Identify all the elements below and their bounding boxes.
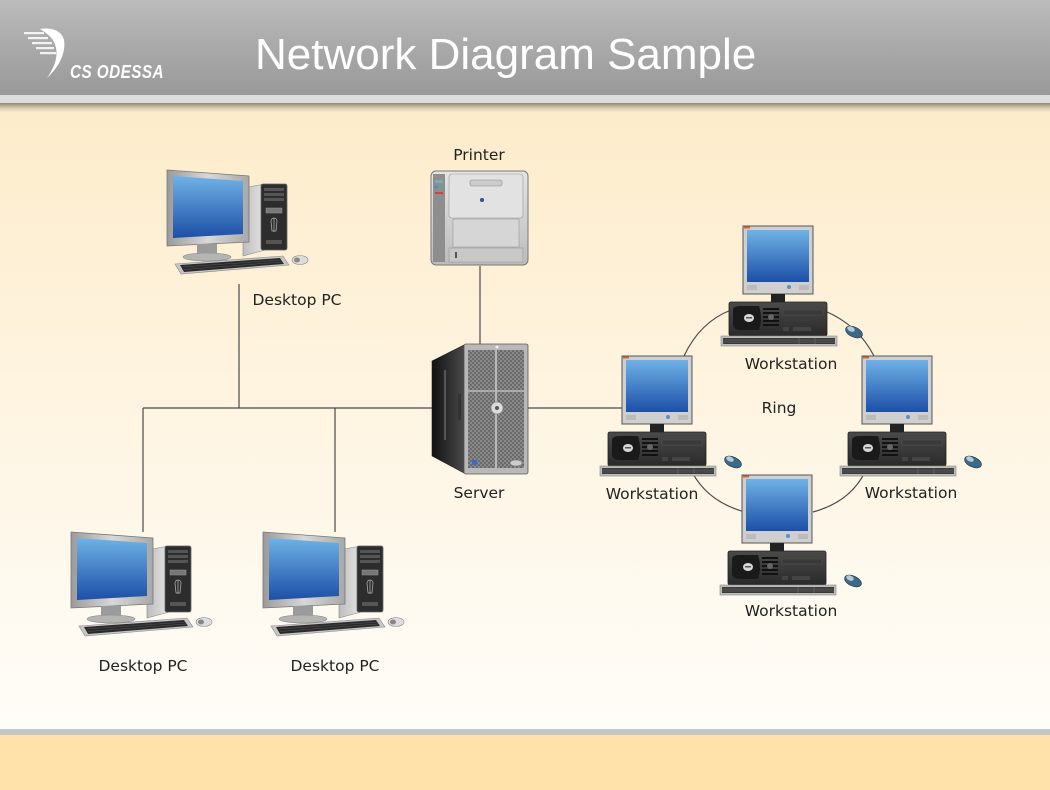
header-shadow xyxy=(0,103,1050,113)
desktop-pc-top-icon[interactable] xyxy=(166,169,309,275)
desktop-pc-top-label: Desktop PC xyxy=(252,291,342,309)
header-bar xyxy=(0,0,1050,95)
page-title: Network Diagram Sample xyxy=(255,30,757,79)
cs-odessa-logo-icon xyxy=(24,28,65,79)
desktop-pc-bottom-left-icon[interactable] xyxy=(70,531,213,637)
workstation-left-icon[interactable] xyxy=(599,355,744,477)
ring-arc-top-left xyxy=(683,309,732,357)
workstation-top-icon[interactable] xyxy=(720,225,865,347)
logo-text: CS ODESSA xyxy=(70,62,164,82)
ring-arc-bottom-right xyxy=(812,471,866,513)
server-icon[interactable] xyxy=(431,343,529,475)
server-label: Server xyxy=(453,484,505,502)
workstation-bottom-icon[interactable] xyxy=(719,474,864,596)
workstation-top-label: Workstation xyxy=(744,355,838,373)
workstation-right-icon[interactable] xyxy=(839,355,984,477)
desktop-pc-bottom-right-icon[interactable] xyxy=(262,531,405,637)
workstation-bottom-label: Workstation xyxy=(744,602,838,620)
footer-bar xyxy=(0,735,1050,790)
printer-label: Printer xyxy=(453,146,505,164)
connectors xyxy=(142,266,875,532)
workstation-left-label: Workstation xyxy=(605,485,699,503)
footer-divider xyxy=(0,729,1050,735)
desktop-pc-bottom-left-label: Desktop PC xyxy=(98,657,188,675)
printer-icon[interactable] xyxy=(430,170,529,266)
ring-label: Ring xyxy=(761,399,797,417)
workstation-right-label: Workstation xyxy=(864,484,958,502)
ring-arc-bottom-left xyxy=(691,471,746,513)
desktop-pc-bottom-right-label: Desktop PC xyxy=(290,657,380,675)
header-divider xyxy=(0,95,1050,103)
